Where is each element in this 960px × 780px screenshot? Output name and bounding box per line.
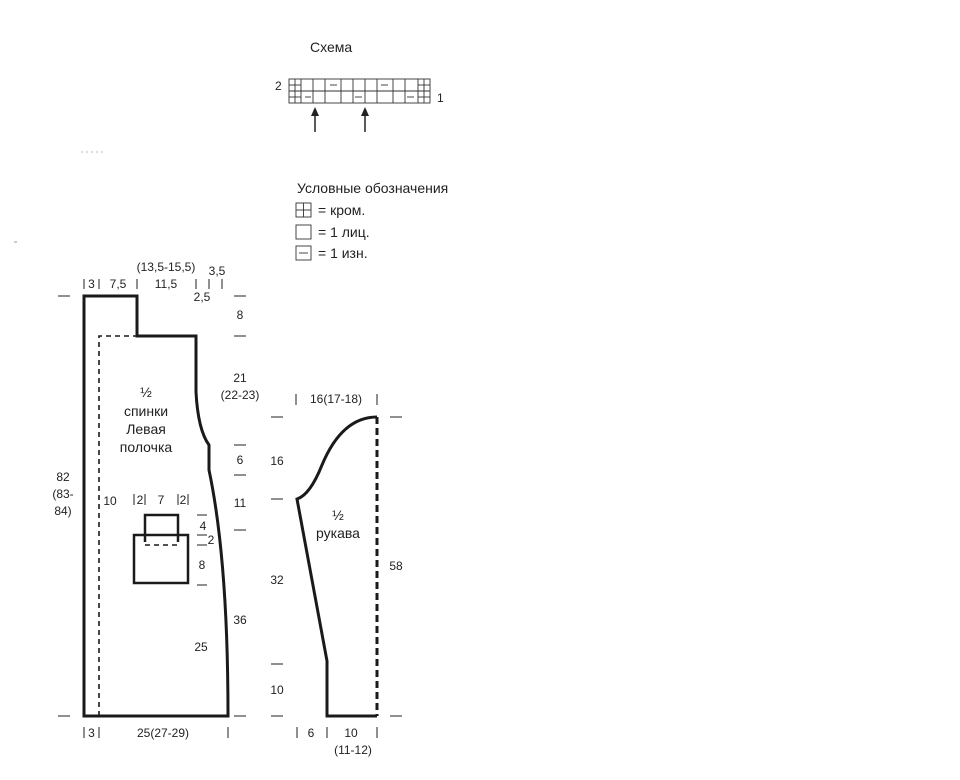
dim-label: 84) <box>54 504 71 518</box>
dim-label: 16(17-18) <box>310 392 362 406</box>
dim-label: 32 <box>270 573 284 587</box>
dim-label: 7 <box>158 493 165 507</box>
legend-title: Условные обозначения <box>297 180 448 196</box>
legend-item-label: = кром. <box>318 202 365 218</box>
dim-label: 8 <box>237 308 244 322</box>
sleeve-outline <box>295 415 378 718</box>
dim-label: 2 <box>180 493 187 507</box>
dim-label: 4 <box>200 519 207 533</box>
body-right-dims: 8 21 (22-23) 6 11 36 <box>221 295 260 717</box>
dim-label: 2,5 <box>194 290 211 304</box>
dim-label: 36 <box>233 613 247 627</box>
dim-label: 3,5 <box>209 264 226 278</box>
sleeve-right-dims: 58 <box>389 416 403 717</box>
chart-grid <box>288 78 431 104</box>
purl-stitch-icon <box>295 245 312 261</box>
sleeve-bottom-dims: 6 10 (11-12) <box>296 726 378 757</box>
body-label: ½ <box>140 384 152 400</box>
dim-label: (83- <box>52 487 73 501</box>
dim-label: (22-23) <box>221 388 260 402</box>
chart-row-label-left: 2 <box>275 79 282 93</box>
dim-label: 10 <box>344 726 358 740</box>
body-bottom-dims: 3 25(27-29) <box>83 726 229 740</box>
knit-stitch-icon <box>295 224 312 240</box>
legend: Условные обозначения = кром. = 1 лиц. = … <box>295 180 448 261</box>
dim-label: 8 <box>199 558 206 572</box>
dim-label: 10 <box>103 494 117 508</box>
stitch-chart: Схема 2 1 <box>275 39 444 132</box>
sleeve-label: ½ <box>332 507 344 523</box>
dim-label: 25 <box>194 640 208 654</box>
dim-label: 11,5 <box>155 277 178 291</box>
body-piece: ½ спинки Левая полочка 3 7,5 (13,5-15,5)… <box>52 260 259 740</box>
sleeve-piece: ½ рукава 16(17-18) 16 32 10 58 <box>270 392 403 757</box>
sleeve-top-dims: 16(17-18) <box>295 392 378 406</box>
body-top-dims: 3 7,5 (13,5-15,5) 11,5 3,5 2,5 <box>83 260 226 304</box>
dim-label: 7,5 <box>110 277 127 291</box>
dim-label: 10 <box>270 683 284 697</box>
dim-label: 6 <box>237 453 244 467</box>
dim-label: 25(27-29) <box>137 726 189 740</box>
body-label: Левая <box>126 421 166 437</box>
body-label: полочка <box>120 439 173 455</box>
dim-label: 3 <box>88 277 95 291</box>
repeat-arrow-right <box>361 107 369 132</box>
legend-item-label: = 1 изн. <box>318 245 368 261</box>
dim-label: 82 <box>56 470 70 484</box>
chart-row-label-right: 1 <box>437 91 444 105</box>
sleeve-label: рукава <box>316 525 360 541</box>
dim-label: (11-12) <box>334 743 372 757</box>
front-band-line <box>98 335 137 716</box>
edge-stitch-icon <box>295 202 312 218</box>
dim-label: 58 <box>389 559 403 573</box>
pocket <box>132 513 190 585</box>
body-left-dims: 82 (83- 84) <box>52 295 74 717</box>
dim-label: 2 <box>137 493 144 507</box>
dim-label: (13,5-15,5) <box>137 260 196 274</box>
chart-title: Схема <box>310 39 352 55</box>
dim-label: 21 <box>233 371 247 385</box>
dim-label: 2 <box>208 533 215 547</box>
body-label: спинки <box>124 403 168 419</box>
body-inner-dims: 10 2 7 2 4 2 8 25 <box>103 493 214 654</box>
body-outline <box>82 294 230 718</box>
sleeve-left-dims: 16 32 10 <box>270 416 284 717</box>
dim-label: 3 <box>88 726 95 740</box>
dim-label: 11 <box>234 496 247 510</box>
repeat-arrow-left <box>311 107 319 132</box>
scan-artifact <box>14 151 106 243</box>
legend-item-label: = 1 лиц. <box>318 224 370 240</box>
dim-label: 16 <box>270 454 284 468</box>
dim-label: 6 <box>308 726 315 740</box>
